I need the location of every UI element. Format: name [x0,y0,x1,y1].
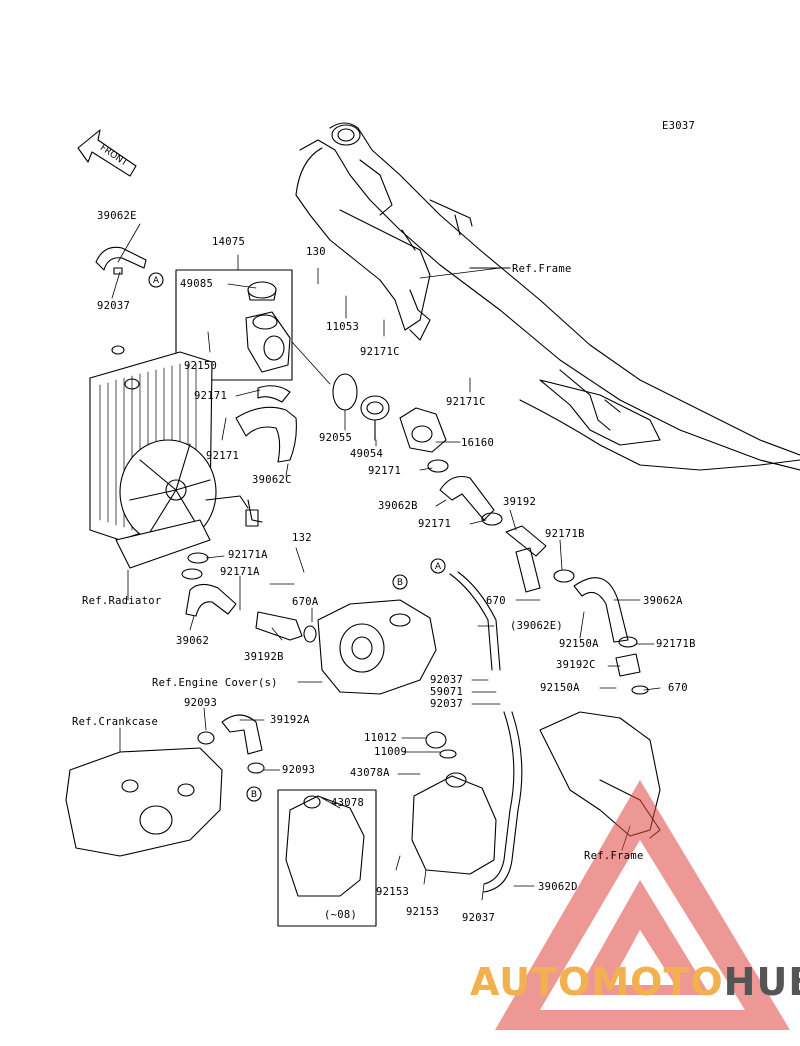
label-inset-note: (~08) [324,909,358,921]
joint-39192-drawing [505,525,575,593]
frame-drawing [295,122,800,471]
radiator-drawing [89,345,263,569]
label-11012: 11012 [364,732,398,744]
pipe-39062e-long-drawing [449,571,501,671]
label-92037-a: 92037 [430,674,464,686]
label-92171-b: 92171 [206,450,240,462]
diagram-code: E3037 [662,120,696,132]
cover-43078-drawing [285,795,365,897]
callout-a-1: A [153,276,160,286]
label-39062e: 39062E [97,210,137,222]
label-49085: 49085 [180,278,214,290]
joint-39192c-drawing [615,653,649,695]
hose-39062a-drawing [573,577,629,643]
callout-b-2: B [251,790,257,800]
thermostat-49054-drawing [360,395,390,441]
joint-39192a-drawing [221,714,263,755]
label-39062e-paren: (39062E) [510,620,563,632]
label-670a: 670A [292,596,319,608]
thermostat-housing-drawing [175,269,293,403]
label-132: 132 [292,532,312,544]
inset-box [277,789,377,927]
label-92150a-1: 92150A [559,638,599,650]
label-39192b: 39192B [244,651,284,663]
label-39062: 39062 [176,635,210,647]
label-43078: 43078 [331,797,365,809]
label-92171c-2: 92171C [446,396,486,408]
label-92171b-1: 92171B [545,528,585,540]
label-92171a-2: 92171A [220,566,260,578]
label-92037-c: 92037 [462,912,496,924]
label-ref-radiator: Ref.Radiator [82,595,162,607]
label-59071: 59071 [430,686,464,698]
label-16160: 16160 [461,437,495,449]
label-ref-engine-cover: Ref.Engine Cover(s) [152,677,278,689]
label-11009: 11009 [374,746,408,758]
label-ref-crankcase: Ref.Crankcase [72,716,159,728]
label-39062c: 39062C [252,474,292,486]
label-92171-a: 92171 [194,390,228,402]
o-ring-92055-drawing [332,373,358,411]
label-92153-2: 92153 [406,906,440,918]
callout-b-1: B [397,578,403,588]
label-92093-1: 92093 [184,697,218,709]
label-ref-frame-top: Ref.Frame [512,263,572,275]
label-92171b-2: 92171B [656,638,696,650]
label-670-1: 670 [486,595,506,607]
label-92093-2: 92093 [282,764,316,776]
label-92171c-1: 92171C [360,346,400,358]
engine-cover-drawing [317,599,437,695]
watermark-part2: HUB [723,960,800,1004]
label-670-2: 670 [668,682,688,694]
hose-39062b-drawing [439,475,495,521]
label-92171-d: 92171 [418,518,452,530]
label-92037-top: 92037 [97,300,131,312]
label-ref-frame-bottom: Ref.Frame [584,850,644,862]
label-39062d: 39062D [538,881,578,893]
label-11053: 11053 [326,321,360,333]
hose-39062-drawing [185,583,237,617]
label-39062a: 39062A [643,595,683,607]
label-39192c: 39192C [556,659,596,671]
hose-39062c-drawing [235,406,297,463]
watermark-part1: AUTOMOTO [470,960,724,1004]
leader-lines [111,223,661,901]
label-49054: 49054 [350,448,384,460]
label-92055: 92055 [319,432,353,444]
label-92037-b: 92037 [430,698,464,710]
watermark-wordmark: AUTOMOTOHUB [470,962,800,1002]
cap-16160-drawing [399,407,447,453]
label-92150a-2: 92150A [540,682,580,694]
pipe-39062e-top-drawing [95,246,147,271]
label-130: 130 [306,246,326,258]
joint-39192b-drawing [255,611,303,641]
label-39192: 39192 [503,496,537,508]
cover-43078a-drawing [411,731,497,875]
pipe-39062d-drawing [483,711,523,893]
label-43078a: 43078A [350,767,390,779]
label-14075: 14075 [212,236,246,248]
label-39192a: 39192A [270,714,310,726]
front-arrow-icon [77,129,137,177]
callout-a-2: A [435,562,442,572]
crankcase-drawing [65,747,223,857]
watermark-logo-icon [495,780,790,1030]
label-92153-1: 92153 [376,886,410,898]
label-92171a-1: 92171A [228,549,268,561]
label-92171-c: 92171 [368,465,402,477]
label-39062b: 39062B [378,500,418,512]
label-92150: 92150 [184,360,218,372]
